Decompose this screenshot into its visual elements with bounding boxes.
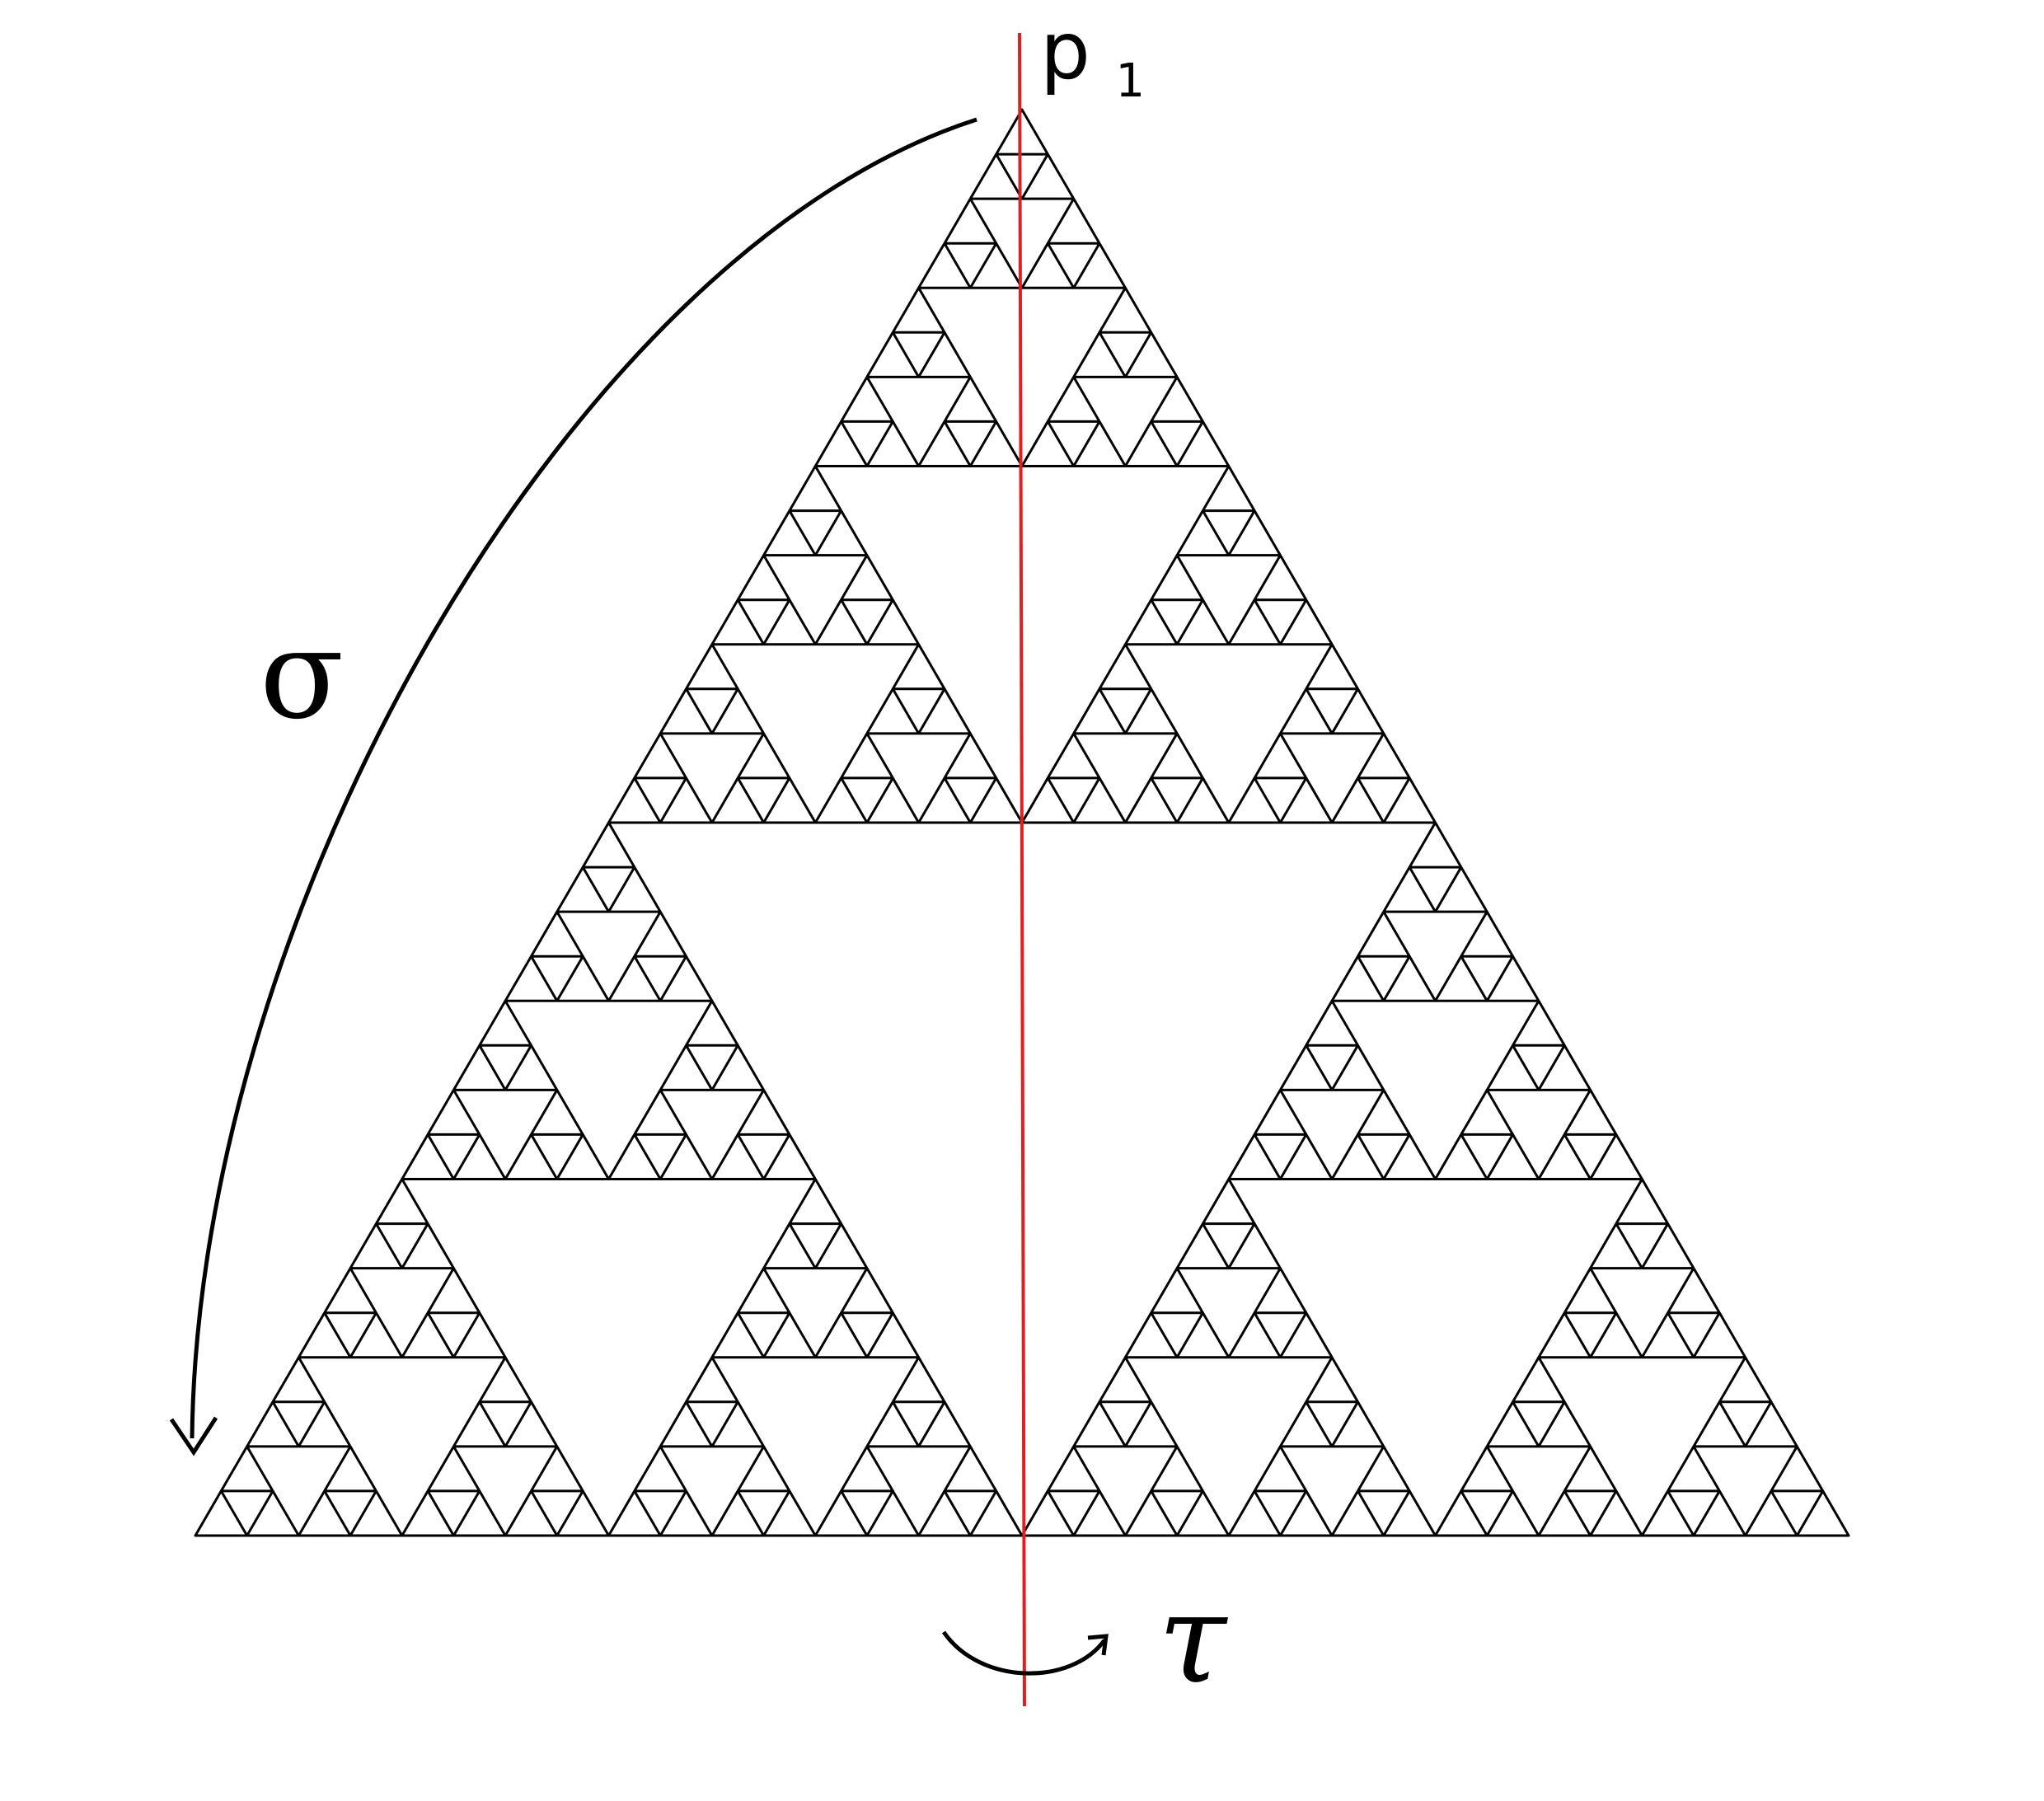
tau-label: τ	[1158, 1568, 1228, 1711]
reflection-arrow-tau	[941, 1630, 1107, 1676]
sierpinski-triangle	[194, 108, 1850, 1537]
vertex-label-main: p	[1040, 5, 1090, 97]
sierpinski-path	[194, 108, 1850, 1537]
rotation-arrow-sigma	[190, 117, 977, 1439]
vertex-label-p1: p 1	[1040, 5, 1145, 108]
reflection-arrowhead	[1087, 1634, 1109, 1656]
symmetry-axis-line	[1018, 32, 1026, 1707]
rotation-arrowhead	[169, 1416, 218, 1456]
vertex-label-subscript: 1	[1115, 54, 1145, 108]
sigma-label: σ	[260, 603, 344, 747]
